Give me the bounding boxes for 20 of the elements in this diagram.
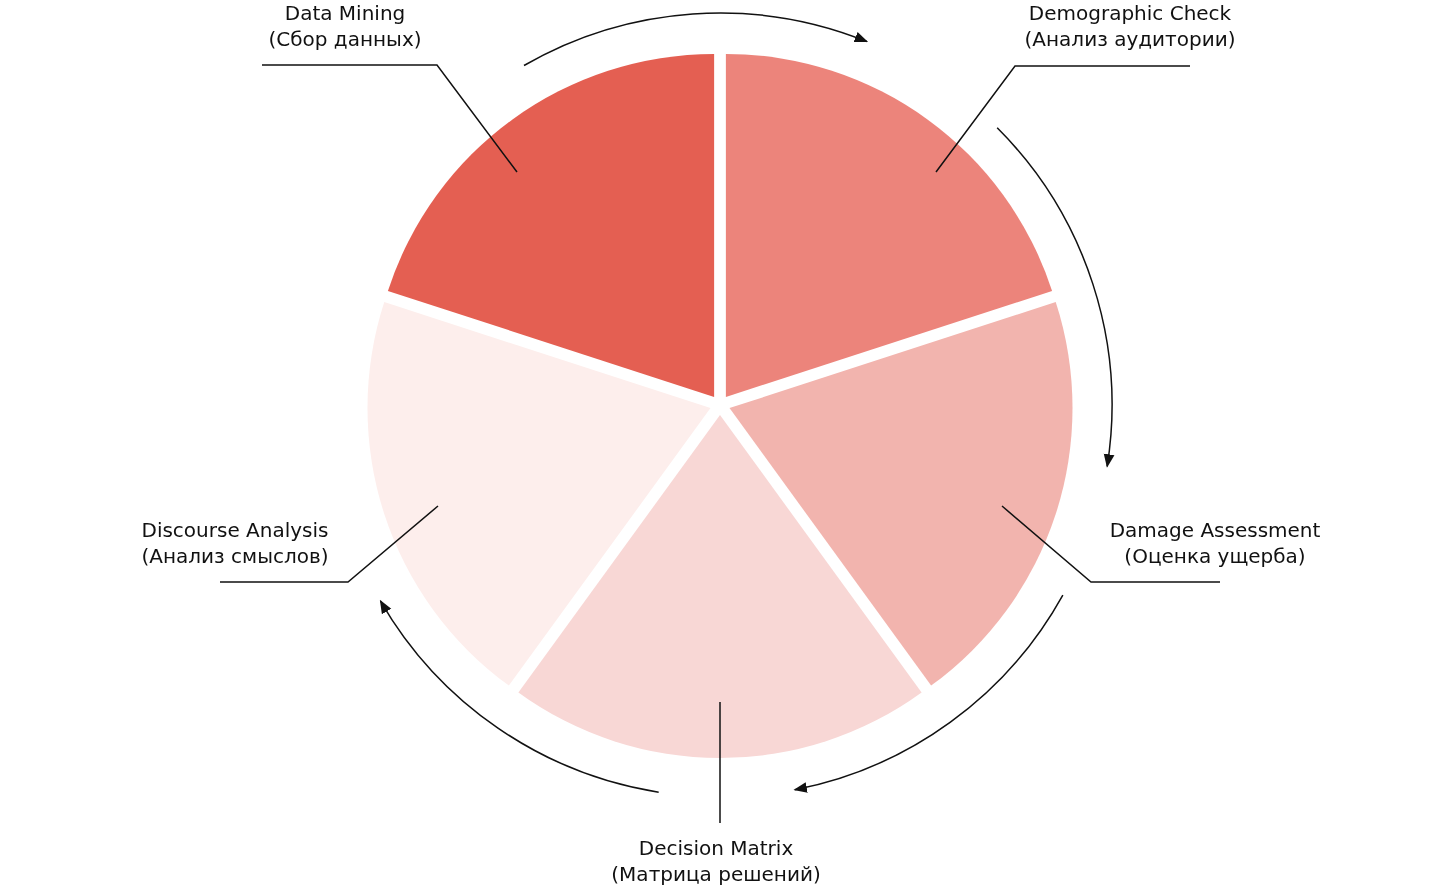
label-text: Demographic Check bbox=[1027, 0, 1233, 26]
label-text: (Сбор данных) bbox=[268, 26, 422, 52]
leader-line bbox=[935, 65, 1191, 173]
leader-line bbox=[219, 505, 439, 583]
leader-line bbox=[1001, 505, 1221, 583]
pie-segment bbox=[518, 415, 922, 758]
leader-line bbox=[719, 701, 721, 824]
label-text: Damage Assessment bbox=[1109, 517, 1321, 543]
label-text: Decision Matrix bbox=[637, 835, 795, 861]
pie-segment bbox=[368, 302, 711, 686]
label-text: Discourse Analysis bbox=[141, 517, 329, 543]
pie-segment bbox=[725, 53, 1053, 397]
label-text: (Оценка ущерба) bbox=[1123, 543, 1307, 569]
pie-segment bbox=[729, 302, 1072, 686]
label-text: (Анализ смыслов) bbox=[141, 543, 329, 569]
label-text: (Анализ аудитории) bbox=[1024, 26, 1236, 52]
pie-segment bbox=[387, 53, 715, 397]
label-text: (Матрица решений) bbox=[611, 861, 821, 887]
label-text: Data Mining bbox=[283, 0, 407, 26]
leader-line bbox=[261, 64, 518, 173]
